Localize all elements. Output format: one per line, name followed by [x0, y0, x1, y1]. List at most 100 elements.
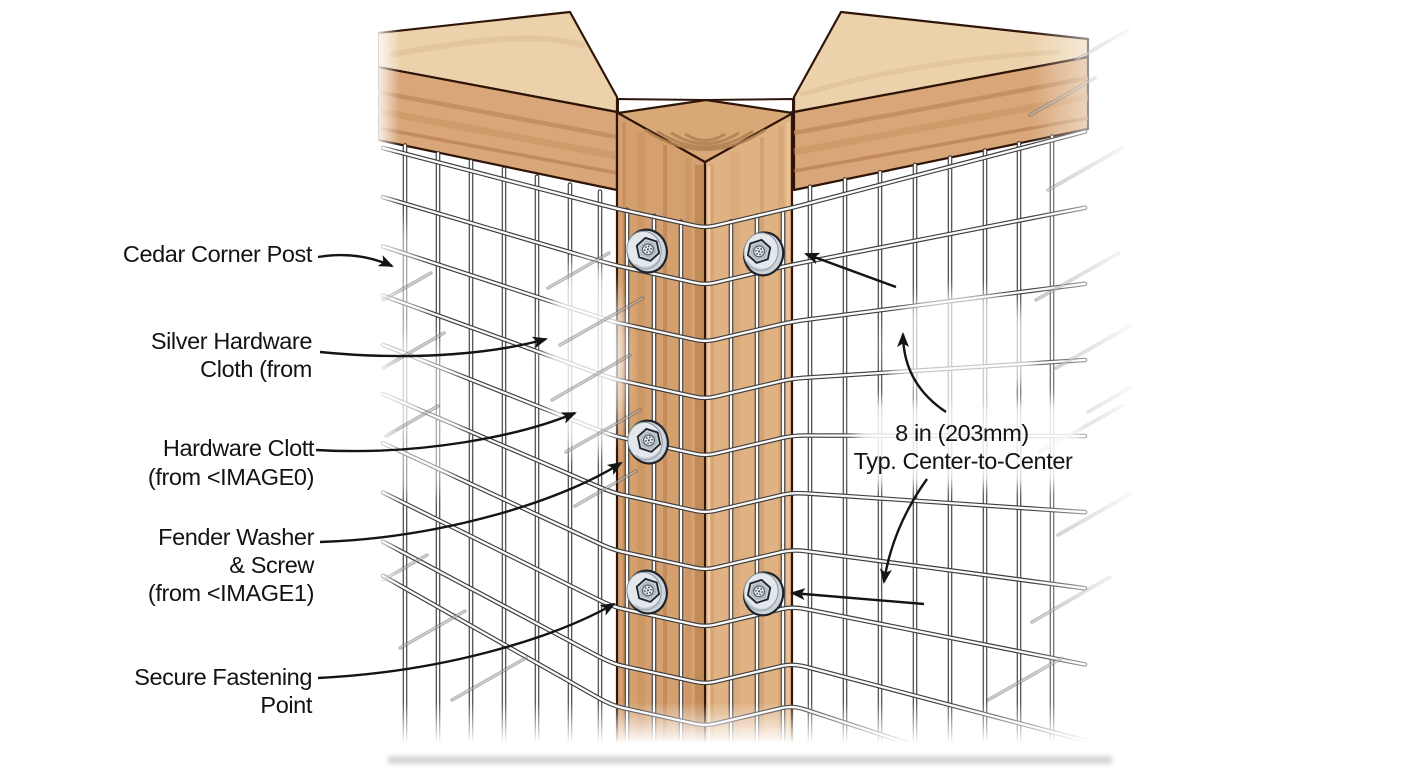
screw-drive-dot: [645, 437, 648, 439]
wood-grain-streak: [644, 128, 766, 151]
mesh-wire-core: [381, 540, 1087, 742]
hex-facet-line: [750, 582, 768, 600]
leader-spacing-curve-down: [880, 478, 928, 584]
ghost-wire-mark: [558, 296, 645, 347]
bottom-white-margin: [370, 742, 1150, 768]
screw-drive-dot: [756, 592, 758, 595]
ghost-wire-mark: [450, 656, 528, 702]
screw-drive-dot: [760, 248, 762, 250]
screw-drive-dot: [647, 586, 650, 589]
fender-washer-and-screw: [627, 419, 669, 465]
mesh-wire-core: [381, 392, 1087, 514]
fender-washer-and-screw: [626, 569, 668, 615]
leader-fender-washer: [319, 461, 623, 544]
label-fender-washer-line2: & Screw: [229, 552, 315, 578]
left-edge-fade: [374, 0, 400, 768]
screw-drive-dot: [757, 247, 759, 250]
right-white-margin: [1138, 0, 1408, 768]
screw-drive-dot: [755, 589, 757, 592]
screw-drive-dot: [759, 253, 761, 256]
screw-drive-dot: [648, 436, 651, 439]
screw-drive-dot: [650, 441, 652, 444]
hex-facet-line: [639, 581, 657, 599]
label-fender-washer-line3: (from <IMAGE1): [148, 580, 314, 606]
screw-drive-dot: [644, 587, 647, 589]
screw-drive-dot: [757, 250, 761, 253]
screw-drive-dot: [760, 588, 762, 590]
wood-grain-streak: [670, 131, 740, 146]
screw-drive-dot: [759, 593, 761, 596]
hex-facet-line: [639, 240, 657, 258]
wood-grain-streak: [377, 126, 618, 175]
ghost-wire-mark: [573, 469, 638, 508]
screw-drive-dot: [644, 590, 646, 592]
screw-drive-dot: [647, 439, 651, 442]
mesh-fade-blob: [884, 290, 1040, 406]
label-cedar-corner-post: Cedar Corner Post: [123, 241, 313, 267]
screw-drive-dot: [650, 588, 652, 591]
label-hardware-cloth-line2: (from <IMAGE0): [148, 464, 314, 490]
washer-shade: [745, 260, 772, 272]
label-hardware-cloth-line1: Hardware Clott: [163, 435, 315, 461]
wood-grain-streak: [389, 35, 586, 58]
leader-spacing-curve-up: [897, 332, 947, 413]
screw-drive-dot: [647, 245, 650, 248]
washer-shade: [634, 259, 661, 270]
fender-washer-and-screw: [742, 571, 785, 617]
post-top-back-edges: [617, 97, 794, 113]
ghost-wire-mark: [546, 251, 611, 290]
screw-drive-dot: [646, 589, 650, 592]
screw-drive-dot: [757, 590, 761, 593]
screw-drive-dot: [646, 251, 648, 254]
mesh-wire-core: [381, 196, 1087, 285]
label-secure-fastening-line1: Secure Fastening: [134, 664, 312, 690]
leader-cedar-corner-post: [317, 253, 394, 268]
label-fender-washer-line1: Fender Washer: [158, 524, 314, 550]
screw-drive-dot: [644, 246, 647, 248]
label-secure-fastening-line2: Point: [260, 692, 312, 718]
ghost-wire-mark-core: [574, 470, 637, 507]
leader-spacing-bottom-washer: [790, 588, 925, 606]
screw-drive-dot: [761, 591, 763, 593]
screw-drive-dot: [644, 249, 646, 251]
screw-drive-dot: [755, 249, 757, 252]
leader-spacing-top-washer: [804, 252, 897, 289]
wood-grain-streak: [377, 107, 618, 160]
fender-washer-and-screw: [626, 228, 668, 274]
right-edge-fade: [1030, 0, 1140, 768]
screw-drive-dot: [647, 442, 649, 445]
ghost-wire-mark-core: [451, 657, 527, 701]
ghost-wire-mark-core: [565, 409, 641, 453]
ghost-wire-mark: [564, 408, 642, 454]
leader-arrows: [315, 252, 947, 680]
spacing-label-halo: [856, 400, 1080, 486]
wood-grain-streak: [684, 132, 726, 142]
label-silver-hardware-cloth-line2: Cloth (from: [200, 356, 312, 382]
ghost-wire-mark-core: [399, 610, 466, 649]
screw-drive-dot: [757, 587, 759, 590]
ghost-wire-mark-core: [559, 297, 644, 346]
screw-drive-dot: [649, 591, 651, 594]
ghost-wire-mark-core: [547, 252, 610, 289]
leader-hardware-cloth: [315, 411, 577, 453]
ghost-wire-mark-core: [551, 354, 631, 401]
screw-drive-dot: [756, 252, 758, 255]
callout-labels: Cedar Corner Post Silver Hardware Cloth …: [123, 241, 1074, 718]
screw-drive-dot: [646, 592, 648, 595]
screw-drive-dot: [645, 440, 647, 442]
ghost-wire-mark: [398, 609, 467, 650]
hex-facet-line: [750, 242, 768, 260]
screw-drive-dot: [646, 248, 650, 251]
fender-washer-and-screw: [742, 231, 785, 277]
label-spacing-line2: Typ. Center-to-Center: [854, 448, 1073, 474]
wood-grain-streak: [799, 49, 1061, 98]
ground-shadow-strip: [388, 756, 1112, 764]
leader-secure-fastening: [317, 602, 616, 680]
leader-silver-hardware-cloth: [319, 336, 548, 358]
screw-drive-dot: [651, 438, 653, 441]
fender-washers: [626, 228, 785, 617]
wood-grain-streak: [377, 89, 618, 140]
